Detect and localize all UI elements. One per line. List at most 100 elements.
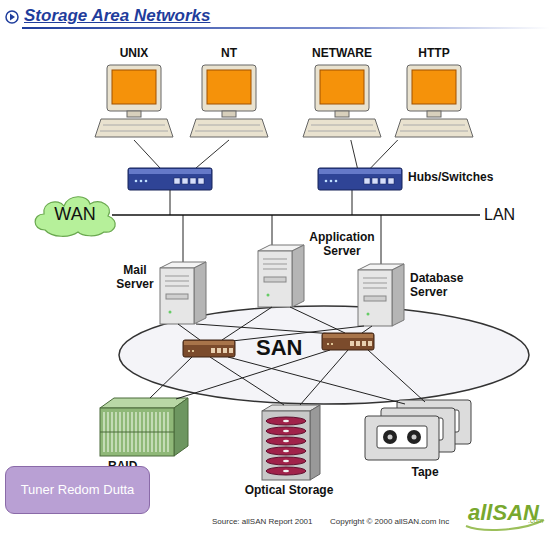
workstation-node-outline bbox=[403, 125, 465, 126]
optical-storage-outline bbox=[266, 427, 306, 435]
san-switch-symbol bbox=[217, 348, 221, 353]
workstation-node-outline bbox=[303, 65, 381, 140]
hub-switch-node-outline bbox=[318, 168, 402, 190]
tape-storage-outline bbox=[365, 416, 439, 460]
workstation-node-outline bbox=[315, 65, 369, 111]
server-node-outline bbox=[263, 264, 287, 265]
raid-storage-outline bbox=[100, 398, 188, 408]
server-node-outline bbox=[363, 283, 387, 284]
server-node-outline bbox=[363, 288, 387, 289]
workstation-node-outline bbox=[190, 65, 268, 140]
san-switch-symbol bbox=[323, 334, 373, 338]
server-node-outline bbox=[364, 296, 386, 301]
tape-storage-outline bbox=[365, 416, 439, 460]
optical-storage: Optical Storage bbox=[258, 405, 320, 480]
san-switch-symbol bbox=[327, 343, 329, 345]
lan-wire bbox=[272, 215, 273, 247]
san-switch-symbol bbox=[188, 350, 190, 352]
workstation-node-outline bbox=[95, 65, 173, 140]
hub-switch-node-outline bbox=[388, 178, 394, 184]
workstation-node: UNIX bbox=[95, 65, 173, 140]
workstation-node-outline bbox=[303, 119, 381, 137]
server-node-outline bbox=[263, 269, 287, 270]
optical-storage-outline bbox=[266, 467, 306, 475]
workstation-node: NT bbox=[190, 65, 268, 140]
hub-symbol bbox=[198, 178, 204, 184]
hub-symbol bbox=[190, 178, 196, 184]
workstation-node-outline bbox=[112, 70, 156, 104]
san-switch-symbol bbox=[211, 348, 215, 353]
workstation-node-outline bbox=[400, 131, 468, 132]
node-label: NETWARE bbox=[303, 47, 381, 61]
logo-text: allSAN bbox=[468, 500, 538, 525]
lan-wire bbox=[381, 215, 382, 266]
server-node-outline bbox=[267, 294, 270, 297]
workstation-node-outline bbox=[222, 111, 236, 117]
node-label: NT bbox=[190, 47, 268, 61]
optical-storage-outline bbox=[266, 457, 306, 465]
lan-wire bbox=[352, 190, 353, 215]
server-node-outline bbox=[263, 259, 287, 260]
title-icon bbox=[6, 11, 18, 23]
source-note: Source: allSAN Report 2001 bbox=[212, 517, 332, 526]
san-switch-symbol bbox=[192, 350, 194, 352]
wan-cloud: WAN bbox=[30, 192, 120, 237]
san-ellipse-outline bbox=[119, 306, 529, 404]
workstation-node-outline bbox=[195, 131, 263, 132]
server-node-outline bbox=[160, 268, 194, 324]
san-switch-symbol bbox=[183, 340, 235, 357]
lan-line bbox=[112, 214, 480, 216]
tape-storage-outline bbox=[388, 435, 393, 440]
network-connector bbox=[351, 140, 358, 168]
hub-symbol bbox=[129, 169, 211, 174]
san-switch-symbol bbox=[362, 341, 366, 346]
workstation-node-outline bbox=[198, 125, 260, 126]
optical-storage-outline bbox=[283, 430, 289, 432]
workstation-wire bbox=[134, 140, 160, 168]
server-node: Application Server bbox=[258, 245, 304, 307]
lan-wire bbox=[183, 215, 184, 264]
san-switch-symbol bbox=[350, 341, 354, 346]
title-rule bbox=[22, 27, 550, 29]
server-node-outline bbox=[264, 277, 286, 282]
hub-symbol bbox=[145, 180, 148, 183]
hub-symbol bbox=[140, 180, 143, 183]
workstation-node-outline bbox=[103, 125, 165, 126]
title-icon bbox=[6, 11, 18, 23]
san-switch-symbol bbox=[331, 343, 333, 345]
workstation-node-outline bbox=[95, 119, 173, 137]
workstation-node-outline bbox=[412, 70, 456, 104]
san-switch-symbol bbox=[229, 348, 233, 353]
node-label: Hubs/Switches bbox=[408, 171, 518, 185]
optical-storage-outline bbox=[262, 411, 310, 480]
workstation-node: NETWARE bbox=[303, 65, 381, 140]
workstation-node: HTTP bbox=[395, 65, 473, 140]
san-switch-symbol bbox=[322, 333, 374, 350]
workstation-wire bbox=[196, 140, 229, 168]
hub-switch-node-outline bbox=[335, 180, 338, 183]
server-node-outline bbox=[367, 313, 370, 316]
san-switch-symbol bbox=[183, 340, 235, 357]
hub-switch-node-outline bbox=[330, 180, 333, 183]
optical-storage-outline bbox=[266, 447, 306, 455]
server-node-outline bbox=[258, 245, 304, 307]
workstation-node-outline bbox=[107, 65, 161, 111]
diagram-title: Storage Area Networks bbox=[24, 6, 324, 26]
server-node: Mail Server bbox=[160, 262, 206, 324]
server-node-outline bbox=[169, 311, 172, 314]
san-switch-symbol bbox=[184, 341, 234, 345]
tape-storage: Tape bbox=[365, 400, 473, 462]
connector-group bbox=[351, 140, 398, 168]
node-label: UNIX bbox=[95, 47, 173, 61]
workstation-node-outline bbox=[427, 111, 441, 117]
workstation-wire bbox=[134, 140, 229, 168]
optical-storage-outline bbox=[283, 460, 289, 462]
workstation-node-outline bbox=[127, 111, 141, 117]
hub-symbol bbox=[135, 180, 138, 183]
workstation-node-outline bbox=[207, 70, 251, 104]
tape-storage-outline bbox=[412, 435, 417, 440]
hub-switch-node: Hubs/Switches bbox=[318, 168, 402, 190]
